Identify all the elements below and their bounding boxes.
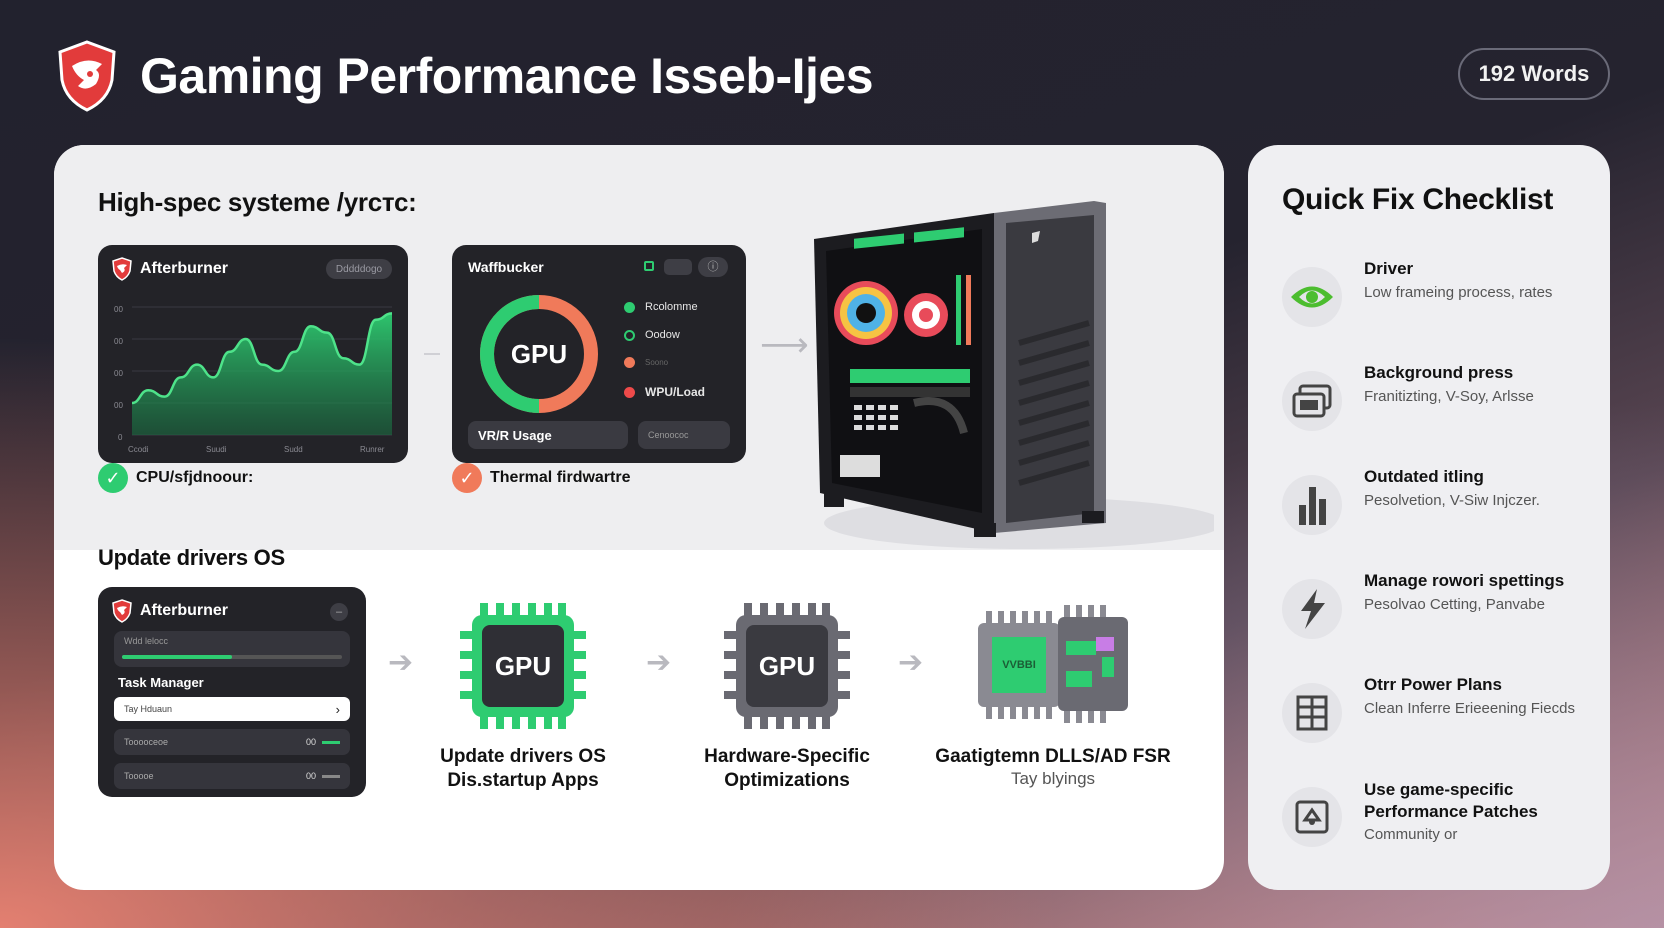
afterburner-panel: Afterburner Dddddogo 00 00 00 00 0 xyxy=(98,245,408,463)
thermal-status: ✓ Thermal firdwartre xyxy=(452,463,630,493)
checklist-item-outdated[interactable]: Outdated itling Pesolvetion, V-Siw Injcz… xyxy=(1282,465,1602,561)
vr-usage-bar[interactable]: VR/R Usage xyxy=(468,421,628,449)
y-tick-label: 00 xyxy=(114,305,123,314)
chart-area-fill xyxy=(132,313,392,435)
legend-item: Oodow xyxy=(624,329,680,341)
lightning-icon xyxy=(1282,579,1342,639)
word-count-badge: 192 Words xyxy=(1458,48,1610,100)
gpu-monitor-panel: Waffbucker ⓘ GPU Rcolomme Oodow Soono WP… xyxy=(452,245,746,463)
task-panel-title: Afterburner xyxy=(112,599,228,623)
y-tick-label: 00 xyxy=(114,369,123,378)
nvidia-eye-icon xyxy=(1282,267,1342,327)
side-usage-bar[interactable]: Cenoococ xyxy=(638,421,730,449)
gpu-panel-title: Waffbucker xyxy=(468,259,544,275)
x-tick-label: Ccodi xyxy=(128,445,149,454)
shield-icon xyxy=(112,257,132,281)
afterburner-button[interactable]: Dddddogo xyxy=(326,259,392,279)
chip-caption: Hardware-Specific Optimizations xyxy=(704,746,870,791)
shield-logo-icon xyxy=(58,40,116,112)
chart-series-line xyxy=(132,312,392,405)
legend-item: Soono xyxy=(624,357,668,368)
y-tick-label: 00 xyxy=(114,337,123,346)
arrow-right-icon: ⟶ xyxy=(760,326,809,364)
chevron-right-icon: › xyxy=(335,701,340,717)
checklist-title: Quick Fix Checklist xyxy=(1282,183,1554,216)
gpu-chip-icon xyxy=(460,603,586,729)
document-icon xyxy=(1282,683,1342,743)
afterburner-label: Afterburner xyxy=(140,260,229,277)
legend-swatch xyxy=(624,386,635,398)
x-tick-label: Suudi xyxy=(206,445,227,454)
x-tick-label: Runrer xyxy=(360,445,385,454)
shield-icon xyxy=(112,599,132,623)
page-title: Gaming Performance Isseb-Ijes xyxy=(140,48,874,104)
gaming-pc-case-icon xyxy=(814,201,1214,549)
task-row[interactable]: Tooooe 00 xyxy=(114,763,350,789)
progress-card: Wdd lelocc xyxy=(114,631,350,667)
check-icon: ✓ xyxy=(452,463,482,493)
top-section-title: High-spec systeme /уrстс: xyxy=(98,187,417,217)
minimize-icon[interactable]: – xyxy=(330,603,348,621)
checklist-item-power-plans[interactable]: Otrr Power Plans Clean Inferre Erieeenin… xyxy=(1282,673,1602,769)
monitor-icon[interactable] xyxy=(644,261,654,271)
cpu-status: ✓ CPU/sfjdnoour: xyxy=(98,463,253,493)
bar-chart-icon xyxy=(1282,475,1342,535)
chip-label: VVBBI xyxy=(1002,659,1036,671)
afterburner-area-chart xyxy=(132,306,392,436)
donut-center-label: GPU xyxy=(510,338,568,369)
toggle-indicator xyxy=(322,774,340,778)
checklist-item-power-settings[interactable]: Manage rowori spettings Pesolvao Cetting… xyxy=(1282,569,1602,665)
chip-caption: Update drivers OS Dis.startup Apps xyxy=(440,746,606,791)
legend-swatch xyxy=(624,301,635,313)
info-icon[interactable]: ⓘ xyxy=(698,257,728,277)
arrow-right-icon: ➔ xyxy=(646,646,672,679)
header: Gaming Performance Isseb-Ijes xyxy=(56,36,874,116)
chip-caption: Gaatigtemn DLLS/AD FSR xyxy=(935,746,1171,767)
window-stack-icon xyxy=(1282,371,1342,431)
gpu-chip-icon xyxy=(724,603,850,729)
quick-fix-checklist-card: Quick Fix Checklist Driver Low frameing … xyxy=(1248,145,1610,890)
checklist-item-background[interactable]: Background press Franitizting, V-Soy, Ar… xyxy=(1282,361,1602,457)
legend-item: WPU/Load xyxy=(624,385,705,399)
toggle-indicator xyxy=(322,740,340,744)
checklist-item-driver[interactable]: Driver Low frameing process, rates xyxy=(1282,257,1602,353)
arrow-right-icon: ➔ xyxy=(388,646,414,679)
afterburner-panel-title: Afterburner xyxy=(112,257,228,281)
y-tick-label: 00 xyxy=(114,401,123,410)
arrow-right-icon: ➔ xyxy=(898,646,924,679)
checklist-item-patches[interactable]: Use game-specific Performance Patches Co… xyxy=(1282,777,1602,873)
panel-toggle-button[interactable] xyxy=(664,259,692,275)
chip-label: GPU xyxy=(494,650,552,681)
progress-track xyxy=(122,655,342,659)
x-tick-label: Sudd xyxy=(284,445,303,454)
progress-fill xyxy=(122,655,232,659)
task-manager-panel: Afterburner – Wdd lelocc Task Manager Ta… xyxy=(98,587,366,797)
upscaling-chip-icon xyxy=(978,605,1128,723)
legend-swatch xyxy=(624,329,635,341)
main-card: High-spec systeme /уrстс: Afterburner Dd… xyxy=(54,145,1224,890)
chip-label: GPU xyxy=(758,650,816,681)
patch-icon xyxy=(1282,787,1342,847)
y-tick-label: 0 xyxy=(118,433,123,442)
selected-task-row[interactable]: Tay Hduaun › xyxy=(114,697,350,721)
legend-swatch xyxy=(624,357,635,368)
bottom-section-title: Update drivers OS xyxy=(98,545,285,570)
legend-item: Rcolomme xyxy=(624,301,698,313)
task-manager-label: Task Manager xyxy=(118,675,204,690)
connector-line xyxy=(424,353,440,355)
chip-subcaption: Tay blyings xyxy=(1010,769,1096,788)
check-icon: ✓ xyxy=(98,463,128,493)
gpu-donut-chart xyxy=(480,295,598,413)
task-row[interactable]: Tooooceoe 00 xyxy=(114,729,350,755)
